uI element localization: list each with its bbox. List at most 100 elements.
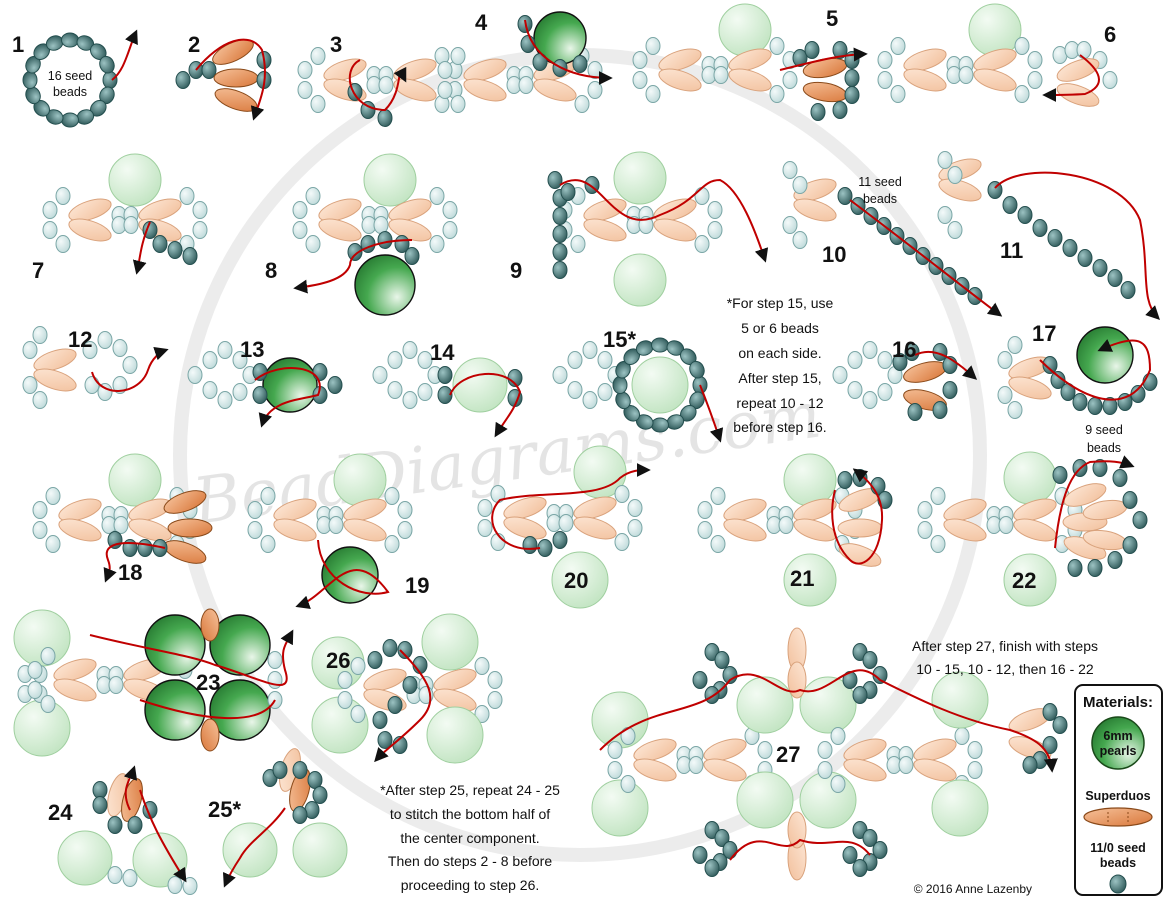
pearl-bead	[931, 779, 989, 837]
pearl-bead	[321, 546, 379, 604]
seed-bead	[552, 261, 568, 279]
seed-bead	[108, 676, 124, 694]
seed-bead-icon	[1109, 874, 1127, 894]
step-label: 16	[892, 337, 916, 362]
seed-bead	[175, 71, 191, 89]
pearl-bead	[613, 253, 667, 307]
step-label: 6	[1104, 22, 1116, 47]
superduo-bead	[163, 490, 207, 514]
step-label: 25*	[208, 797, 241, 822]
pearl-bead	[452, 357, 508, 413]
seed-bead	[387, 381, 403, 399]
seed-bead	[247, 501, 263, 519]
seed-bead	[627, 499, 643, 517]
seed-bead	[714, 829, 730, 847]
seed-bead	[474, 657, 490, 675]
seed-bead	[167, 876, 183, 894]
thread-path	[132, 221, 151, 275]
superduo-bead	[533, 78, 577, 102]
seed-bead	[707, 221, 723, 239]
seed-bead	[997, 386, 1013, 404]
seed-bead	[402, 676, 418, 694]
seed-bead	[182, 877, 198, 895]
step-label: 7	[32, 258, 44, 283]
thread-path	[1042, 54, 1100, 102]
seed-bead	[377, 109, 393, 127]
superduo-bead	[973, 48, 1017, 72]
superduo-bead	[68, 198, 112, 222]
annotation-step10: 11 seed	[858, 175, 902, 189]
seed-bead	[713, 66, 729, 84]
seed-bead	[792, 49, 808, 67]
seed-bead	[552, 243, 568, 261]
thread-path	[599, 669, 1058, 773]
superduo-bead	[200, 718, 220, 752]
seed-bead	[142, 221, 158, 239]
step-label: 13	[240, 337, 264, 362]
superduo-icon	[1083, 807, 1153, 827]
superduo-bead	[793, 498, 837, 522]
thread-path	[849, 199, 1003, 317]
pearl-bead	[222, 822, 278, 878]
seed-bead	[917, 521, 933, 539]
step-label: 10	[822, 242, 846, 267]
note-line: After step 15,	[738, 370, 821, 386]
seed-bead	[710, 487, 726, 505]
seed-bead	[123, 216, 139, 234]
superduo-bead	[802, 81, 848, 103]
thread-path	[123, 765, 138, 811]
pearl-bead	[551, 551, 609, 609]
seed-bead	[84, 376, 100, 394]
superduo-bead	[838, 543, 882, 567]
seed-bead	[572, 55, 588, 73]
annotation-step1: beads	[53, 85, 87, 99]
seed-bead	[292, 221, 308, 239]
seed-bead	[373, 216, 389, 234]
seed-bead	[552, 531, 568, 549]
thread-path	[729, 838, 871, 861]
step-label: 21	[790, 566, 814, 591]
materials-title: Materials:	[1083, 694, 1153, 711]
superduo-bead	[723, 498, 767, 522]
seed-bead	[337, 691, 353, 709]
seed-bead	[1120, 281, 1136, 299]
seed-bead	[474, 705, 490, 723]
seed-bead	[137, 539, 153, 557]
seed-bead	[437, 81, 453, 99]
seed-bead	[1007, 401, 1023, 419]
thread-path	[1039, 339, 1152, 401]
step-label: 17	[1032, 321, 1056, 346]
superduo-bead	[1013, 498, 1057, 522]
seed-bead	[710, 535, 726, 553]
step-label: 24	[48, 800, 73, 825]
seed-bead	[387, 351, 403, 369]
seed-bead	[552, 366, 568, 384]
step-label: 9	[510, 258, 522, 283]
seed-bead	[692, 846, 708, 864]
step-label: 23	[196, 670, 220, 695]
thread-path	[449, 372, 522, 438]
seed-bead	[347, 243, 363, 261]
seed-bead	[1062, 239, 1078, 257]
seed-bead	[192, 201, 208, 219]
seed-bead	[697, 501, 713, 519]
annotation-step1: 16 seed	[48, 69, 93, 83]
seed-bead	[707, 201, 723, 219]
seed-bead	[852, 859, 868, 877]
step-label: 18	[118, 560, 142, 585]
seed-bead	[1042, 736, 1058, 754]
seed-bead	[372, 711, 388, 729]
superduo-bead	[393, 78, 437, 102]
seed-bead	[937, 206, 953, 224]
seed-bead	[844, 69, 860, 87]
step-label: 12	[68, 327, 92, 352]
seed-bead	[842, 846, 858, 864]
seed-bead	[1032, 219, 1048, 237]
superduo-bead	[903, 48, 947, 72]
annotation-step17: 9 seed	[1085, 423, 1123, 437]
superduo-bead	[573, 516, 617, 540]
pearl-bead	[1076, 326, 1134, 384]
superduo-bead	[723, 518, 767, 542]
seed-bead	[417, 351, 433, 369]
seed-bead	[688, 756, 704, 774]
